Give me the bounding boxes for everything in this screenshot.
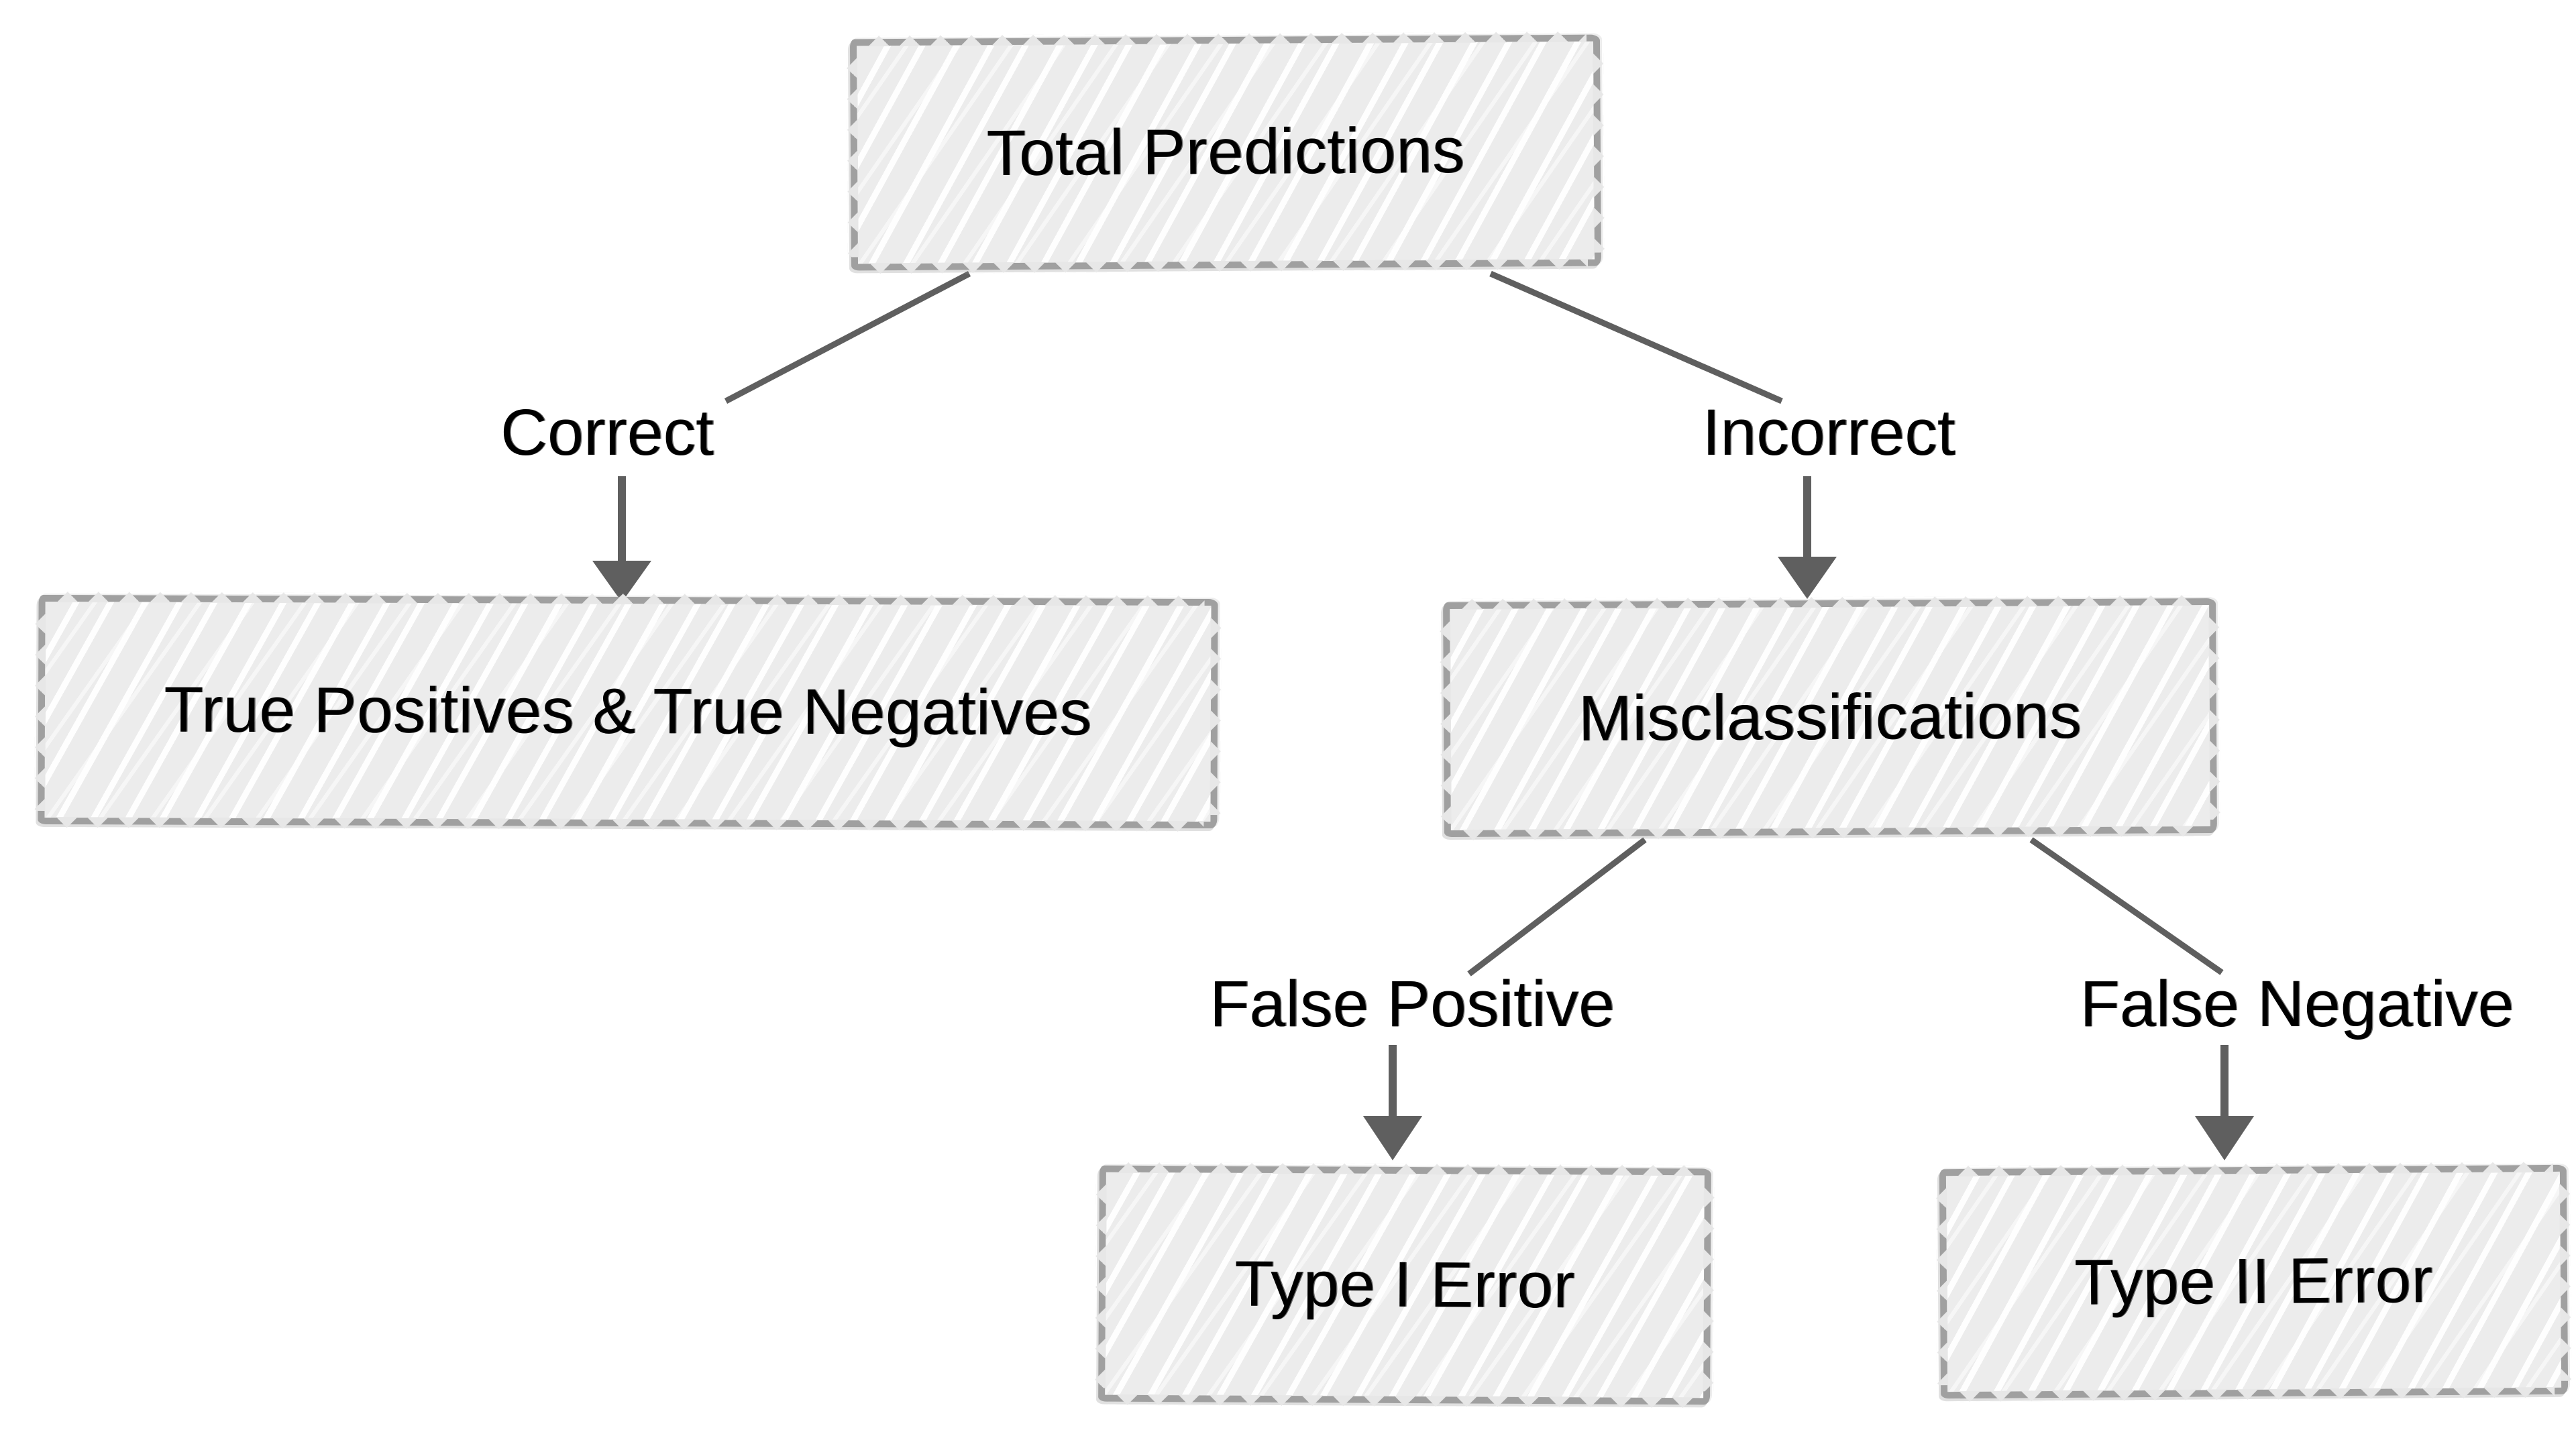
sketch-edge-decoration [1456,595,2203,610]
sketch-edge-decoration [2559,1178,2572,1381]
sketch-edge-decoration [34,608,46,811]
edge-label-false-negative: False Negative [2080,967,2514,1040]
edge-label-false-positive: False Positive [1210,967,1615,1040]
down-arrow-icon-correct [592,476,651,602]
edge-line-total-to-incorrect [1489,270,1783,404]
node-label-misclassifications: Misclassifications [1578,679,2082,755]
down-arrow-icon-false-positive [1363,1045,1422,1160]
node-label-true-positives-true-negatives: True Positives & True Negatives [164,673,1092,749]
sketch-edge-decoration [1440,615,1452,824]
sketch-edge-decoration [1703,1182,1715,1392]
node-misclassifications: Misclassifications [1440,595,2220,840]
node-total-predictions: Total Predictions [847,31,1605,274]
sketch-edge-decoration [1210,612,1222,816]
edge-line-misclass-to-false-negative [2029,837,2224,975]
edge-label-incorrect: Incorrect [1702,396,1955,469]
edge-line-total-to-correct [724,271,971,404]
sketch-edge-decoration [1593,48,1605,253]
sketch-edge-decoration [864,258,1589,274]
node-type-ii-error: Type II Error [1935,1161,2572,1402]
node-label-total-predictions: Total Predictions [986,114,1465,190]
down-arrow-icon-false-negative [2195,1045,2254,1160]
down-arrow-icon-incorrect [1778,476,1837,599]
sketch-edge-decoration [51,817,1204,832]
sketch-edge-decoration [1457,826,2204,840]
node-label-type-i-error: Type I Error [1234,1248,1576,1321]
node-true-positives-true-negatives: True Positives & True Negatives [34,592,1222,832]
sketch-edge-decoration [2208,611,2220,820]
sketch-edge-decoration [1935,1182,1949,1386]
sketch-edge-decoration [1112,1394,1697,1409]
node-type-i-error: Type I Error [1095,1162,1715,1409]
edge-line-misclass-to-false-positive [1467,837,1647,977]
sketch-edge-decoration [1952,1161,2553,1177]
sketch-edge-decoration [1112,1162,1698,1176]
sketch-edge-decoration [863,31,1587,47]
sketch-edge-decoration [847,52,859,258]
node-label-type-ii-error: Type II Error [2074,1244,2434,1319]
sketch-edge-decoration [52,592,1205,606]
sketch-edge-decoration [1095,1178,1107,1388]
edge-label-correct: Correct [500,396,714,469]
sketch-edge-decoration [1954,1386,2555,1402]
